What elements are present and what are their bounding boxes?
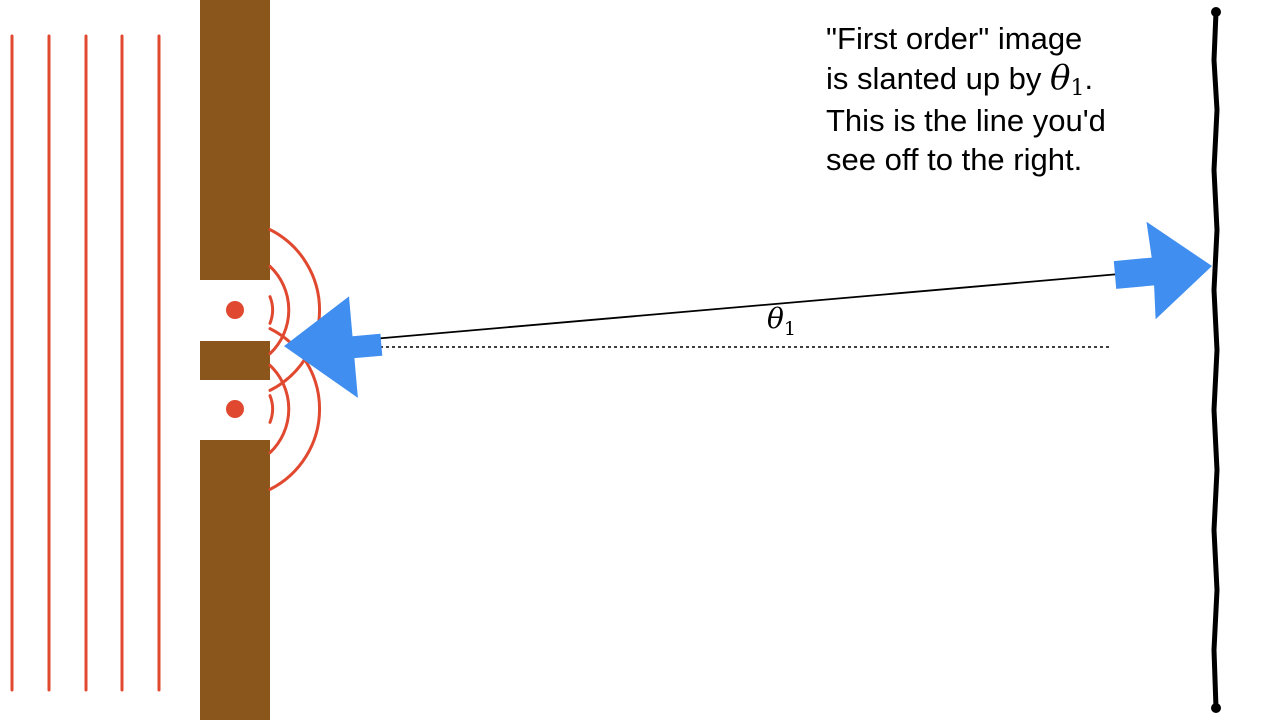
caption-theta-symbol: θ bbox=[1050, 57, 1071, 98]
slit-barrier bbox=[200, 0, 270, 720]
detection-screen bbox=[1211, 7, 1221, 713]
slit-source-bottom bbox=[226, 400, 244, 418]
caption-line-2: is slanted up by θ1. bbox=[826, 57, 1206, 103]
angle-theta-subscript: 1 bbox=[783, 318, 796, 340]
angle-theta-symbol: θ bbox=[767, 302, 784, 335]
screen-line bbox=[1211, 9, 1220, 711]
wavelet-arc bbox=[268, 228, 322, 392]
caption-line-1: "First order" image bbox=[826, 21, 1083, 56]
left-arrow bbox=[284, 296, 383, 398]
incoming-wavefronts bbox=[10, 34, 161, 692]
barrier-bottom bbox=[200, 440, 270, 720]
caption-theta-subscript: 1 bbox=[1070, 75, 1085, 101]
wavelet-arc bbox=[268, 295, 275, 325]
barrier-middle bbox=[200, 341, 270, 380]
caption-line-4: see off to the right. bbox=[826, 141, 1083, 177]
barrier-top bbox=[200, 0, 270, 280]
diffracted-wavelets bbox=[268, 228, 322, 491]
wavelet-arc bbox=[268, 363, 291, 455]
slit-source-top bbox=[226, 301, 244, 319]
wavelet-arc bbox=[268, 264, 291, 356]
screen-top-end bbox=[1211, 7, 1221, 17]
screen-bottom-end bbox=[1211, 703, 1221, 713]
caption-line-2-period: . bbox=[1084, 60, 1094, 96]
first-order-line bbox=[291, 266, 1201, 347]
wavelet-arc bbox=[268, 394, 275, 424]
caption-line-2-text: is slanted up by bbox=[826, 60, 1051, 96]
caption-line-3: This is the line you'd bbox=[826, 103, 1106, 138]
right-arrow bbox=[1113, 221, 1212, 320]
caption: "First order" image is slanted up by θ1.… bbox=[826, 20, 1206, 179]
angle-label: θ1 bbox=[767, 302, 796, 340]
